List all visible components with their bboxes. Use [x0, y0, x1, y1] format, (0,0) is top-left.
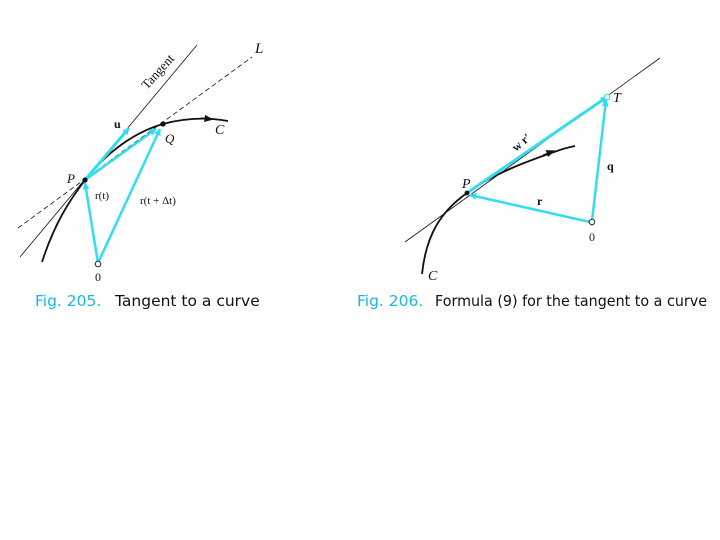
label-c-206: C	[428, 269, 438, 284]
label-p: P	[66, 171, 75, 186]
label-r-t-plus-dt: r(t + Δt)	[140, 195, 176, 207]
label-p-206: P	[461, 177, 471, 192]
curve-c-206	[421, 145, 576, 275]
label-u: u	[114, 117, 121, 131]
point-p-dot	[82, 177, 88, 183]
origin-point-206	[588, 218, 596, 226]
origin-point	[94, 260, 102, 268]
label-l: L	[254, 41, 263, 57]
vector-r-t-plus-dt	[96, 128, 162, 264]
vector-r-t	[82, 182, 100, 264]
label-c: C	[215, 123, 225, 138]
label-origin-206: 0	[589, 230, 595, 244]
label-q: Q	[165, 131, 175, 146]
vector-w-r-prime	[466, 95, 608, 195]
figure-205: Tangent L u Q C P r(t) r(t + Δt) 0 Fig. …	[17, 41, 263, 310]
label-t: T	[613, 91, 622, 106]
label-q-vector: q	[607, 159, 614, 173]
vector-secant-pq	[84, 127, 157, 182]
point-p-206-dot	[464, 190, 470, 196]
point-t	[603, 93, 611, 101]
caption-206-number: Fig. 206.	[357, 292, 423, 310]
label-origin: 0	[95, 270, 101, 284]
caption-205-text: Tangent to a curve	[114, 292, 260, 310]
secant-line-L	[17, 56, 253, 229]
vector-u	[83, 127, 131, 181]
vector-q	[590, 99, 609, 222]
curve-direction-arrow	[200, 114, 214, 123]
label-tangent: Tangent	[138, 51, 177, 92]
caption-205-number: Fig. 205.	[35, 292, 101, 310]
label-r-t: r(t)	[95, 190, 109, 202]
point-q-dot	[160, 121, 166, 127]
caption-206-text: Formula (9) for the tangent to a curve	[435, 292, 707, 310]
curve-c	[41, 117, 229, 263]
curve-direction-arrow-206	[542, 150, 556, 157]
figure-206: T w r′ q P r 0 C Fig. 206. Formula (9) f…	[357, 57, 707, 310]
vector-r	[469, 192, 591, 224]
label-r-vector: r	[537, 194, 543, 208]
